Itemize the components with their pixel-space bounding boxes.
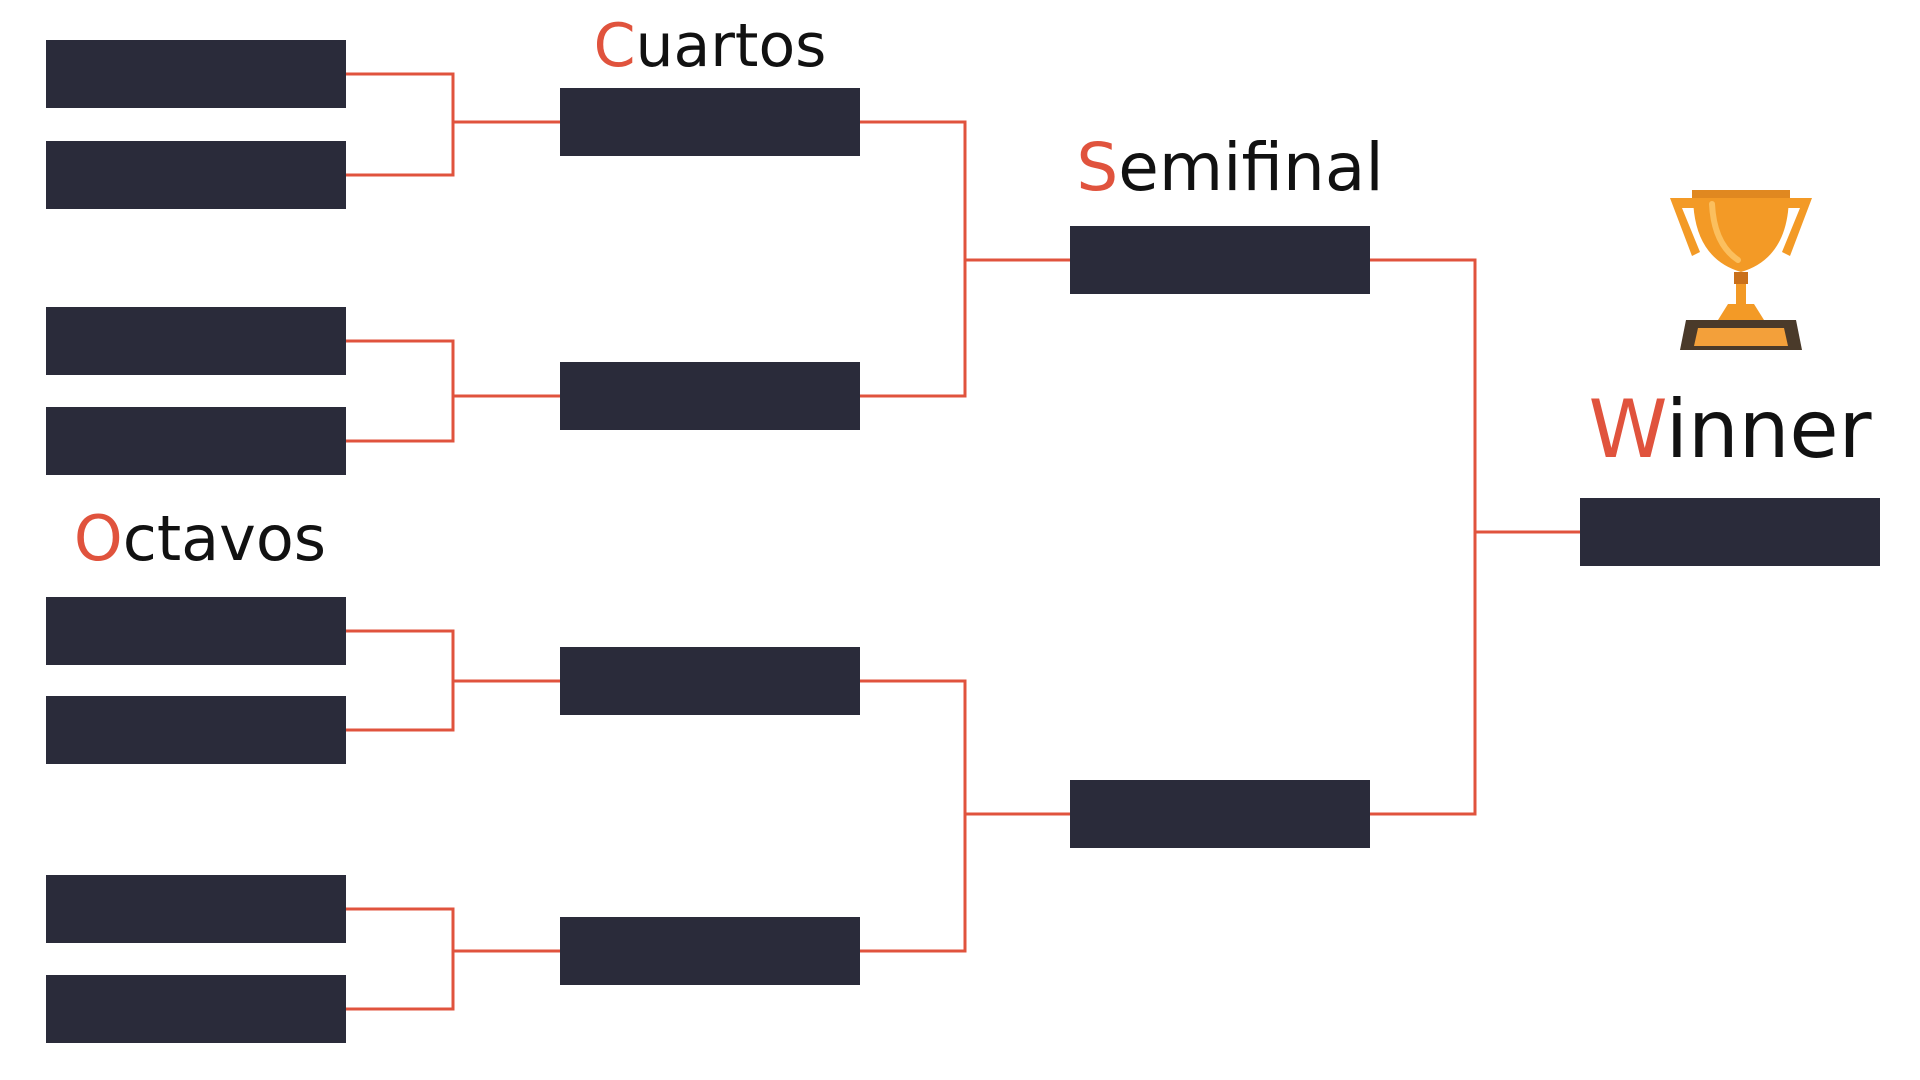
- round-title-cuartos-initial: C: [593, 11, 636, 81]
- trophy-foot: [1718, 304, 1764, 320]
- cuartos-slot-1: [560, 88, 860, 156]
- trophy-stem: [1736, 284, 1746, 308]
- round-title-semifinal-rest: emifinal: [1118, 129, 1384, 206]
- connector-cuartos-2: [860, 679, 1070, 953]
- connector-octavos-3: [346, 629, 560, 732]
- round-title-winner-initial: W: [1588, 383, 1666, 476]
- trophy-handle-right: [1780, 198, 1812, 256]
- round-title-winner-rest: inner: [1665, 383, 1872, 476]
- octavos-slot-4: [46, 407, 346, 475]
- octavos-slot-7: [46, 875, 346, 943]
- round-title-winner: Winner: [1580, 390, 1880, 470]
- octavos-slot-3: [46, 307, 346, 375]
- trophy-stem-collar: [1734, 272, 1748, 284]
- connector-octavos-2: [346, 339, 560, 443]
- round-title-octavos-initial: O: [73, 502, 123, 575]
- octavos-slot-6: [46, 696, 346, 764]
- winner-slot: [1580, 498, 1880, 566]
- trophy-handle-left: [1670, 198, 1702, 256]
- octavos-slot-8: [46, 975, 346, 1043]
- connector-octavos-1: [346, 72, 560, 177]
- connector-cuartos-1: [860, 120, 1070, 398]
- round-title-octavos-rest: ctavos: [122, 502, 327, 575]
- bracket-slots: [46, 40, 1880, 1043]
- round-title-cuartos: Cuartos: [560, 16, 860, 76]
- trophy-rim: [1692, 190, 1790, 198]
- connector-octavos-4: [346, 907, 560, 1011]
- trophy-highlight: [1709, 201, 1741, 263]
- octavos-slot-1: [46, 40, 346, 108]
- trophy-cup: [1692, 190, 1790, 272]
- round-title-octavos: Octavos: [60, 508, 340, 570]
- round-title-semifinal: Semifinal: [1070, 135, 1390, 201]
- octavos-slot-2: [46, 141, 346, 209]
- semifinal-slot-2: [1070, 780, 1370, 848]
- round-title-semifinal-initial: S: [1076, 129, 1119, 206]
- connector-semifinal: [1370, 258, 1580, 816]
- cuartos-slot-3: [560, 647, 860, 715]
- semifinal-slot-1: [1070, 226, 1370, 294]
- trophy-icon: [1670, 190, 1812, 350]
- octavos-slot-5: [46, 597, 346, 665]
- trophy-plaque: [1694, 328, 1788, 346]
- cuartos-slot-4: [560, 917, 860, 985]
- cuartos-slot-2: [560, 362, 860, 430]
- round-title-cuartos-rest: uartos: [635, 11, 827, 81]
- bracket-connectors: [346, 72, 1580, 1011]
